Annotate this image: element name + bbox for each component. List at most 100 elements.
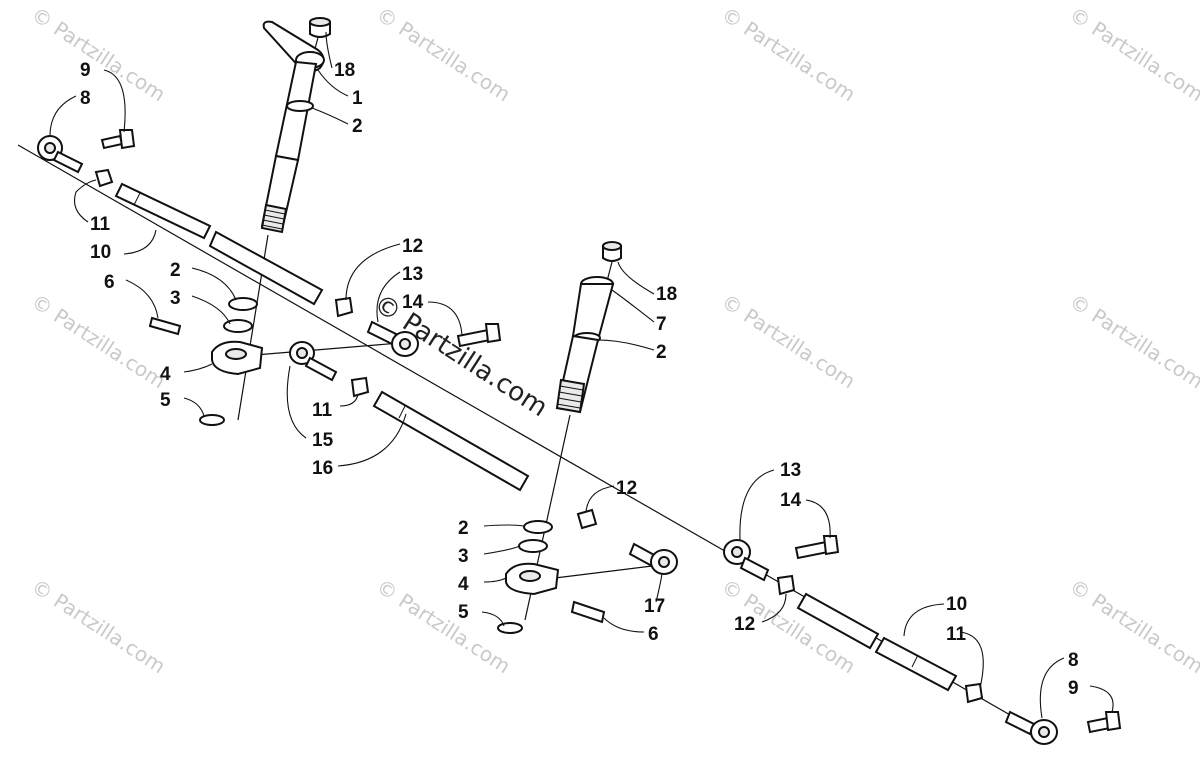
watermark-3: © Partzilla.com (717, 2, 860, 106)
leader-6-b (603, 617, 645, 633)
watermark-7: © Partzilla.com (1065, 289, 1200, 393)
watermark-2: © Partzilla.com (372, 2, 515, 106)
callout-14-r: 14 (780, 490, 802, 511)
bolt-14-mid (456, 328, 492, 348)
leader-2-b (483, 524, 525, 527)
callout-8-tl: 8 (80, 88, 91, 109)
post-tube-r-upper (571, 283, 615, 342)
callout-18-r: 18 (656, 284, 677, 305)
post-ring-upper (286, 100, 314, 112)
leader-2-r (597, 339, 655, 351)
nut-11-right (964, 682, 984, 704)
tie-rod-tube-10-right (796, 592, 958, 692)
pitman-arm-bore-left (225, 348, 247, 360)
callout-17: 17 (644, 596, 665, 617)
spline-hatch (261, 209, 286, 230)
tube-16-body (372, 390, 530, 492)
nut-11-center (350, 376, 370, 398)
callout-13-mid: 13 (402, 264, 423, 285)
rod-end-15-shank (304, 356, 338, 382)
rod-end-r-ball (1038, 726, 1050, 738)
leader-5-b (481, 611, 505, 627)
washer-3-right (518, 539, 548, 553)
watermark-layer: © Partzilla.com © Partzilla.com © Partzi… (27, 2, 1200, 678)
leader-14-r (805, 499, 831, 539)
leader-3-b (483, 545, 521, 555)
leader-18-top (325, 31, 333, 69)
callout-2-r: 2 (656, 342, 667, 363)
tie-rod-tube-16 (372, 390, 530, 492)
nut-12-bottom (776, 574, 796, 596)
leader-2-l (191, 267, 237, 301)
rod-end-13-ball (399, 338, 411, 350)
callout-10-r: 10 (946, 594, 967, 615)
washer-2-left (228, 297, 258, 311)
callout-6-b: 6 (648, 624, 659, 645)
callout-14-mid: 14 (402, 292, 424, 313)
bolt-9-right-head (1104, 711, 1122, 732)
leader-8-tl (49, 95, 77, 137)
callout-7: 7 (656, 314, 667, 335)
leader-6-l (125, 279, 159, 319)
callout-4-b: 4 (458, 574, 469, 595)
leader-12-mid (345, 243, 401, 301)
rod-end-13-right (723, 535, 840, 582)
tube-16-mark (398, 405, 406, 419)
tube-r-mark (911, 654, 919, 668)
tie-rod-tube-10-left (114, 182, 324, 306)
washer-3-left (223, 319, 253, 333)
callout-labels: 9 8 18 1 2 11 10 12 13 14 2 6 3 4 5 11 1… (80, 60, 1079, 699)
leader-13-r (739, 469, 775, 541)
leader-10-l (123, 229, 157, 255)
callout-15: 15 (312, 430, 334, 451)
callout-5-l: 5 (160, 390, 171, 411)
callout-11-l: 11 (90, 214, 111, 235)
rod-end-17 (628, 542, 678, 575)
callout-9-tl: 9 (80, 60, 91, 81)
rod-end-15 (289, 341, 338, 382)
leader-14-mid (427, 301, 463, 337)
bolt-6-right (570, 600, 606, 624)
bolt-14-mid-head (484, 323, 502, 344)
leader-16 (337, 413, 407, 467)
callout-4-l: 4 (160, 364, 171, 385)
post-spline-r (555, 378, 586, 414)
callout-18-top: 18 (334, 60, 355, 81)
leader-1 (317, 69, 349, 97)
tube-segment-2 (208, 230, 324, 306)
callout-2-l: 2 (170, 260, 181, 281)
watermark-6: © Partzilla.com (717, 289, 860, 393)
tie-rod-end-left (37, 129, 136, 174)
lower-arm-right (497, 520, 606, 634)
leader-5-l (183, 397, 205, 417)
tube-mark (133, 192, 141, 206)
rod-end-shank-left (52, 150, 84, 174)
nut-11-left (94, 168, 114, 188)
watermark-4: © Partzilla.com (1065, 2, 1200, 106)
rod-end-15-ball (296, 347, 308, 359)
callout-8-br: 8 (1068, 650, 1079, 671)
leader-4-l (183, 363, 213, 373)
bolt-14-right (794, 540, 830, 560)
leader-7 (611, 289, 655, 323)
cap-top (309, 17, 331, 27)
steering-post-right (555, 241, 622, 414)
leader-13-mid (376, 271, 401, 323)
leader-lines (49, 31, 1114, 719)
axis-lines (17, 29, 1046, 736)
callout-10-l: 10 (90, 242, 111, 263)
bolt-6-left (148, 316, 182, 336)
leader-12-b (761, 593, 787, 623)
leader-15 (286, 365, 307, 439)
rod-end-17-ball (658, 556, 670, 568)
right-link-line (554, 564, 661, 579)
callout-12-b: 12 (734, 614, 755, 635)
callout-16: 16 (312, 458, 333, 479)
callout-2-top: 2 (352, 116, 363, 137)
callout-1: 1 (352, 88, 363, 109)
watermark-9: © Partzilla.com (372, 574, 515, 678)
steering-post-left (260, 20, 325, 234)
cap-18-left (309, 17, 331, 38)
leader-2-top (311, 107, 349, 125)
callout-12-r: 12 (616, 478, 637, 499)
